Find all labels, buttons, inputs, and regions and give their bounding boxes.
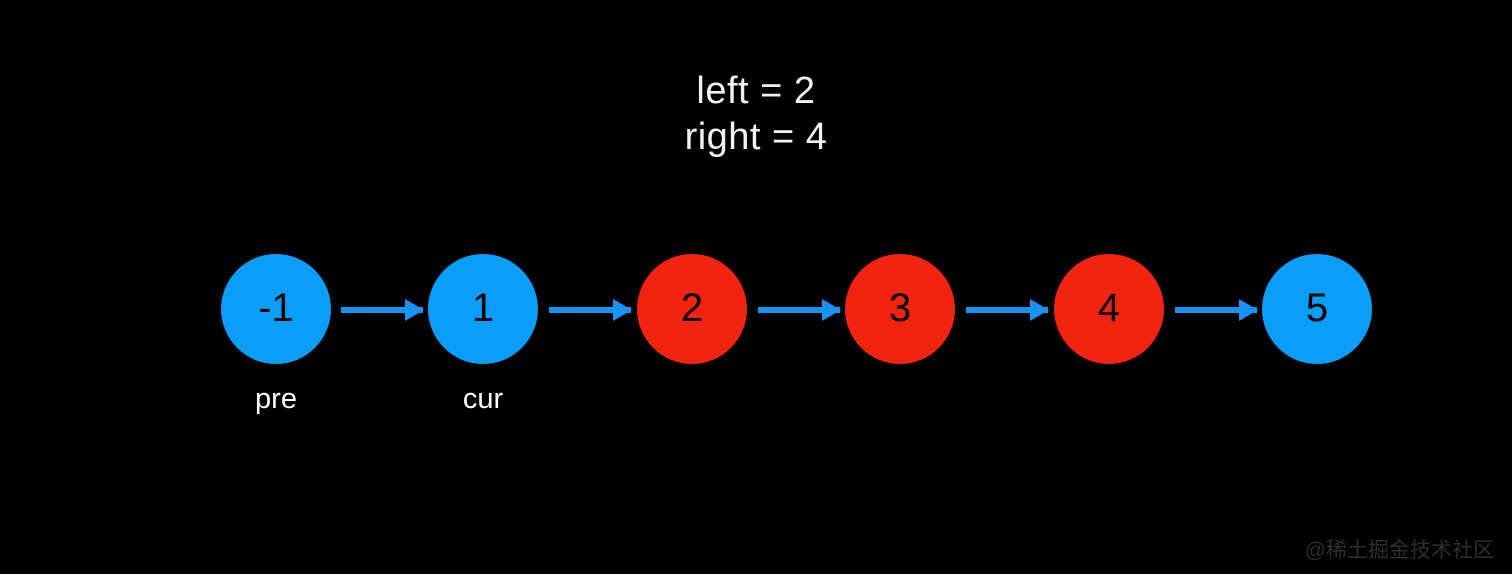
list-node-value: 2 bbox=[680, 286, 704, 330]
arrow-head-icon bbox=[1239, 299, 1258, 321]
arrow-shaft bbox=[549, 307, 631, 313]
arrow-shaft bbox=[1175, 307, 1257, 313]
list-arrow bbox=[966, 299, 1049, 321]
arrow-shaft bbox=[758, 307, 840, 313]
list-arrow bbox=[1175, 299, 1258, 321]
variable-line-left: left = 2 bbox=[696, 70, 816, 112]
variable-line-right: right = 4 bbox=[684, 116, 828, 158]
list-arrow bbox=[341, 299, 424, 321]
list-node-value: -1 bbox=[258, 286, 294, 330]
linked-list: -1 1 2 3 4 5 bbox=[0, 254, 1512, 366]
arrow-head-icon bbox=[822, 299, 841, 321]
variable-annotation-block: left = 2 right = 4 bbox=[0, 68, 1512, 160]
list-node-value: 1 bbox=[471, 286, 495, 330]
watermark: @稀土掘金技术社区 bbox=[1304, 539, 1494, 562]
arrow-shaft bbox=[341, 307, 423, 313]
list-node-value: 4 bbox=[1097, 286, 1121, 330]
list-node-value: 3 bbox=[888, 286, 912, 330]
list-node-value: 5 bbox=[1305, 286, 1329, 330]
list-node[interactable]: 5 bbox=[1262, 254, 1372, 364]
list-node[interactable]: 3 bbox=[845, 254, 955, 364]
list-node[interactable]: 2 bbox=[637, 254, 747, 364]
arrow-head-icon bbox=[1030, 299, 1049, 321]
pointer-label-pre: pre bbox=[255, 383, 297, 415]
pointer-label-cur: cur bbox=[462, 383, 504, 415]
list-arrow bbox=[758, 299, 841, 321]
arrow-shaft bbox=[966, 307, 1048, 313]
list-arrow bbox=[549, 299, 632, 321]
list-node[interactable]: 1 bbox=[428, 254, 538, 364]
arrow-head-icon bbox=[613, 299, 632, 321]
list-node[interactable]: 4 bbox=[1054, 254, 1164, 364]
list-node[interactable]: -1 bbox=[221, 254, 331, 364]
arrow-head-icon bbox=[405, 299, 424, 321]
